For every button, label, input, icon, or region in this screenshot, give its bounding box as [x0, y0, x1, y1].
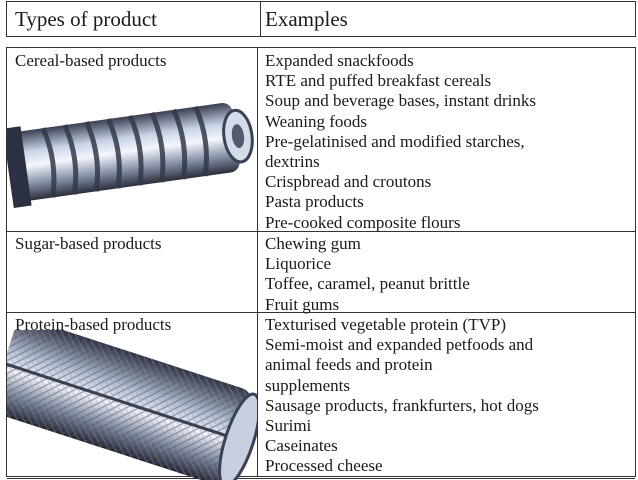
- list-item: Expanded snackfoods: [265, 51, 414, 70]
- list-item: Chewing gum: [265, 234, 361, 253]
- list-item: supplements: [265, 375, 350, 395]
- table-row-protein: Protein-based products Texturised vegeta…: [7, 312, 635, 480]
- list-item: animal feeds and protein: [265, 355, 433, 375]
- table-row-cereal: Cereal-based products Expanded snackfood…: [7, 48, 635, 232]
- list-item: Processed cheese: [265, 456, 383, 476]
- product-type-label: Protein-based products: [15, 315, 172, 334]
- list-item: Toffee, caramel, peanut brittle: [265, 274, 470, 294]
- list-item: Pre-cooked composite flours: [265, 212, 461, 232]
- list-item: Texturised vegetable protein (TVP): [265, 315, 506, 334]
- list-item: Caseinates: [265, 436, 338, 456]
- table-row-sugar: Sugar-based products Chewing gum Liquori…: [7, 231, 635, 315]
- header-examples: Examples: [265, 7, 348, 31]
- table-header: Types of product Examples: [6, 1, 636, 37]
- extruder-screw-image: [7, 103, 254, 209]
- list-item: Soup and beverage bases, instant drinks: [265, 91, 536, 111]
- list-item: Pasta products: [265, 192, 364, 212]
- list-item: RTE and puffed breakfast cereals: [265, 71, 492, 91]
- list-item: Sausage products, frankfurters, hot dogs: [265, 395, 539, 415]
- list-item: Pre-gelatinised and modified starches,: [265, 131, 525, 151]
- twin-screw-extruder-image: [7, 330, 257, 480]
- list-item: Weaning foods: [265, 111, 368, 131]
- list-item: Semi-moist and expanded petfoods and: [265, 335, 534, 355]
- product-table: Cereal-based products Expanded snackfood…: [6, 47, 636, 480]
- list-item: dextrins: [265, 152, 320, 172]
- column-divider: [257, 48, 258, 476]
- examples-list: Texturised vegetable protein (TVP) Semi-…: [265, 315, 629, 477]
- list-item: Fruit gums: [265, 294, 340, 314]
- header-types-of-product: Types of product: [7, 2, 261, 36]
- list-item: Surimi: [265, 416, 312, 436]
- examples-list: Chewing gum Liquorice Toffee, caramel, p…: [265, 234, 629, 315]
- product-type-label: Cereal-based products: [15, 51, 167, 70]
- product-type-label: Sugar-based products: [15, 234, 162, 253]
- list-item: Crispbread and croutons: [265, 172, 432, 192]
- list-item: Liquorice: [265, 254, 332, 274]
- examples-list: Expanded snackfoods RTE and puffed break…: [265, 51, 629, 233]
